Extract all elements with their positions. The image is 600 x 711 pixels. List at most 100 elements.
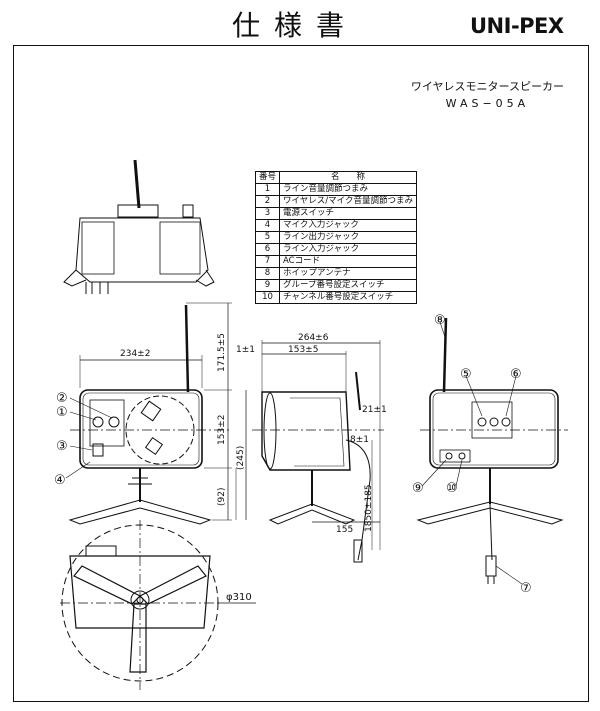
dim-offset-8: 8±1 [350,435,369,445]
page-title: 仕様書 [232,9,359,42]
callout-8: ⑧ [434,313,446,328]
leader-4 [65,461,91,479]
dim-top-offset: 1±1 [236,345,255,355]
tripod-hub [130,590,150,610]
leader-2 [69,397,113,419]
bottom-housing [69,555,211,629]
top-view [63,159,215,294]
dim-height-245: (245) [236,446,246,470]
speaker-grille [125,395,195,465]
leader-7 [495,565,523,585]
top-right-leg [195,269,215,287]
line-input-jack [489,417,499,427]
dim-width-front: 234±2 [120,349,150,359]
rear-housing [429,389,559,469]
power-switch [92,443,104,457]
rear-view [416,317,568,584]
side-rear-panel [290,397,345,467]
mic-input-jack [501,417,511,427]
front-antenna [184,304,190,393]
callout-7: ⑦ [520,581,532,596]
dim-depth-264: 264±6 [298,333,329,343]
leader-6 [505,375,517,417]
channel-switch-panel [439,449,471,463]
wireless-volume-knob [108,416,120,428]
front-housing-inner [82,392,200,466]
rear-antenna [442,317,448,393]
leader-10 [455,459,463,487]
part-number: 10 [254,291,281,304]
rear-jack-panel [471,401,513,439]
top-knob [182,204,194,218]
callout-9: ⑨ [412,481,424,496]
top-housing [75,217,209,283]
side-housing [261,391,351,471]
bottom-jack-block [85,545,117,557]
side-antenna [355,371,361,411]
speaker-badge [144,436,164,456]
product-title-block: ワイヤレスモニタースピーカー WAS−05A [411,78,564,112]
tripod-leg-left [73,565,142,605]
line-output-jack [477,417,487,427]
leader-5 [465,375,483,417]
ac-plug [353,539,363,563]
product-model: WAS−05A [445,97,530,110]
dim-height-153: 153±2 [217,415,227,445]
side-view [252,371,384,563]
front-dimensions [79,302,247,521]
rear-ac-plug [485,555,497,577]
antenna-top [133,159,141,209]
dim-base-155: 155 [336,525,353,535]
front-view [68,304,232,525]
tripod-leg-right [138,565,207,605]
part-name: チャンネル番号設定スイッチ [279,291,417,304]
product-name: ワイヤレスモニタースピーカー [410,80,564,93]
top-right-panel [159,221,201,275]
callout-10: ⑩ [446,481,458,496]
rear-housing-inner [432,392,556,466]
brand-logo: UNI-PEX [470,14,564,38]
group-switch [445,452,453,460]
drawing-frame [13,45,589,702]
leader-1 [69,411,97,421]
dim-antenna-height: 171.5±5 [217,333,227,372]
leader-3 [69,445,93,451]
front-tripod-legs [68,499,212,525]
dim-height-92: (92) [217,488,227,506]
speaker-badge [140,400,162,422]
callout-6: ⑥ [510,367,522,382]
dim-offset-21: 21±1 [362,405,387,415]
callout-leaders [65,321,523,585]
leader-8 [439,321,447,341]
control-panel [89,399,125,447]
dim-diameter: φ310 [226,592,252,603]
rear-ac-cord [489,503,493,561]
line-volume-knob [92,416,104,428]
bottom-view [60,520,256,690]
callout-2: ② [56,391,68,406]
rear-tripod-legs [416,501,564,525]
antenna-mount [117,204,159,218]
callout-1: ① [56,405,68,420]
dim-depth-153: 153±5 [288,345,318,355]
ac-cord [345,439,371,561]
dim-cord-length: 1850±185 [364,484,374,532]
channel-switch [458,452,466,460]
callout-5: ⑤ [460,367,472,382]
stand-wing-nut [128,477,152,485]
top-left-leg [63,269,87,287]
tripod-leg-bottom [129,603,147,673]
side-grille [263,392,277,470]
side-dimensions [261,340,381,550]
callout-3: ③ [56,439,68,454]
leader-9 [421,459,447,487]
callout-4: ④ [54,473,66,488]
